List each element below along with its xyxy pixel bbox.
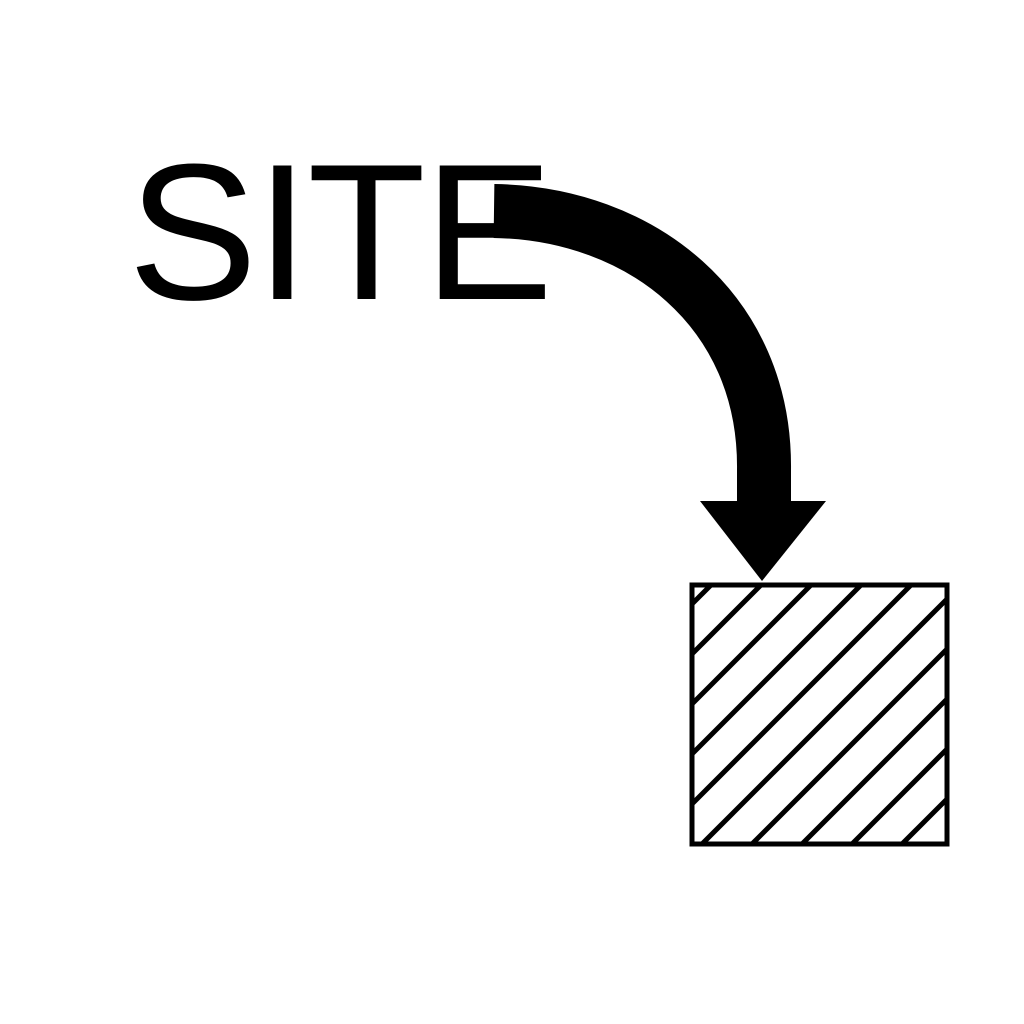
hatched-square-icon <box>689 582 950 847</box>
arrow-head <box>700 501 826 581</box>
curved-arrow-down-icon <box>493 184 826 581</box>
site-label: SITE <box>128 124 553 341</box>
square-border <box>689 582 950 847</box>
hatch-lines <box>692 585 947 844</box>
arrow-shaft <box>493 184 792 502</box>
